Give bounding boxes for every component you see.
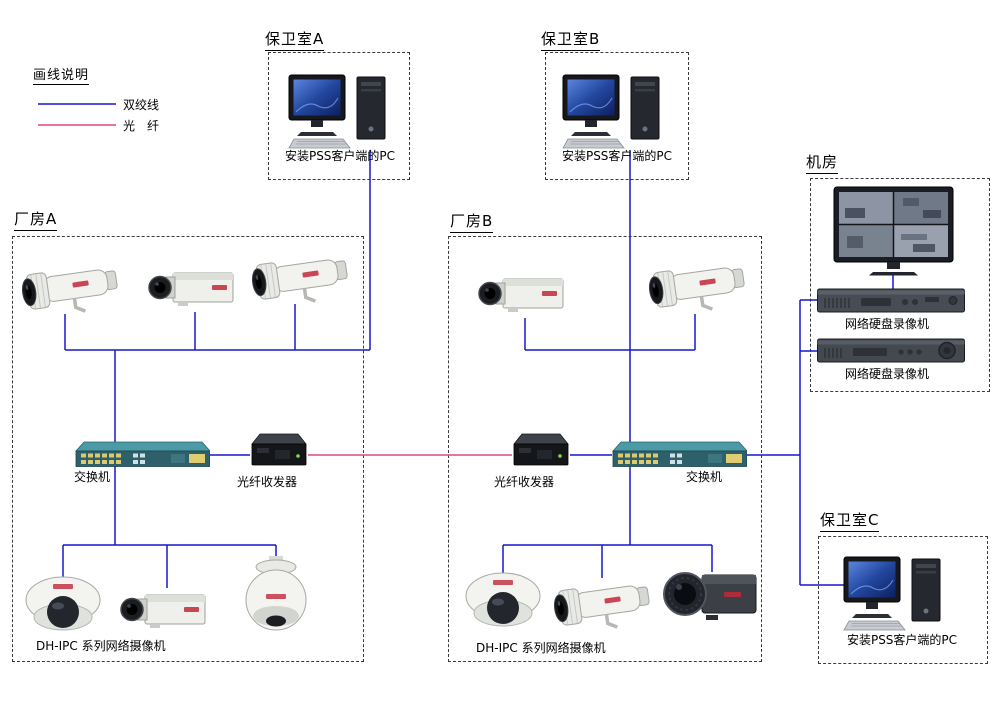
guard-c-pc (843, 554, 948, 632)
plant-b-bullet-camera-1 (645, 256, 750, 316)
plant-a-transceiver (250, 430, 308, 470)
guard-room-b-label: 保卫室B (541, 28, 601, 51)
server-room-label: 机房 (806, 151, 839, 174)
plant-b-switch-label: 交换机 (686, 470, 723, 484)
plant-b-box (448, 236, 762, 662)
nvr1-label: 网络硬盘录像机 (845, 317, 930, 331)
plant-a-box-camera-1 (148, 262, 243, 314)
guard-room-c-label: 保卫室C (820, 509, 880, 532)
nvr-2 (817, 338, 965, 364)
plant-a-bullet-camera-1 (18, 258, 123, 318)
plant-a-bullet-camera-2 (248, 248, 353, 308)
guard-a-pc (288, 72, 393, 150)
plant-a-label: 厂房A (14, 208, 58, 231)
plant-a-ptz-camera (240, 556, 312, 644)
plant-b-switch (612, 440, 747, 470)
legend-twisted-label: 双绞线 (123, 98, 160, 112)
guard-b-pc-caption: 安装PSS客户端的PC (561, 149, 673, 163)
plant-b-transceiver (512, 430, 570, 470)
guard-room-a-box (268, 52, 410, 180)
nvr-1 (817, 288, 965, 314)
guard-room-a-label: 保卫室A (265, 28, 325, 51)
plant-a-cameras-caption: DH-IPC 系列网络摄像机 (36, 639, 166, 653)
plant-a-switch-label: 交换机 (74, 470, 111, 484)
plant-b-transceiver-label: 光纤收发器 (494, 475, 555, 489)
legend-fiber-label: 光 纤 (123, 119, 160, 133)
guard-c-pc-caption: 安装PSS客户端的PC (846, 633, 958, 647)
plant-a-box-camera-2 (120, 584, 215, 636)
plant-a-transceiver-label: 光纤收发器 (237, 475, 298, 489)
plant-b-bullet-camera-2 (550, 574, 655, 634)
plant-b-biglens-camera (662, 568, 762, 626)
plant-a-dome-camera (22, 574, 104, 636)
guard-room-c-box (818, 536, 988, 664)
guard-a-pc-caption: 安装PSS客户端的PC (284, 149, 396, 163)
plant-a-switch (75, 440, 210, 470)
plant-b-dome-camera (462, 570, 544, 632)
server-room-box (810, 178, 990, 392)
guard-room-b-box (545, 52, 689, 180)
server-room-monitor (833, 186, 958, 276)
legend-title: 画线说明 (33, 64, 90, 85)
plant-a-box (12, 236, 364, 662)
plant-b-cameras-caption: DH-IPC 系列网络摄像机 (476, 641, 606, 655)
plant-b-label: 厂房B (450, 210, 494, 233)
guard-b-pc (562, 72, 667, 150)
plant-b-box-camera-1 (478, 268, 573, 320)
nvr2-label: 网络硬盘录像机 (845, 367, 930, 381)
